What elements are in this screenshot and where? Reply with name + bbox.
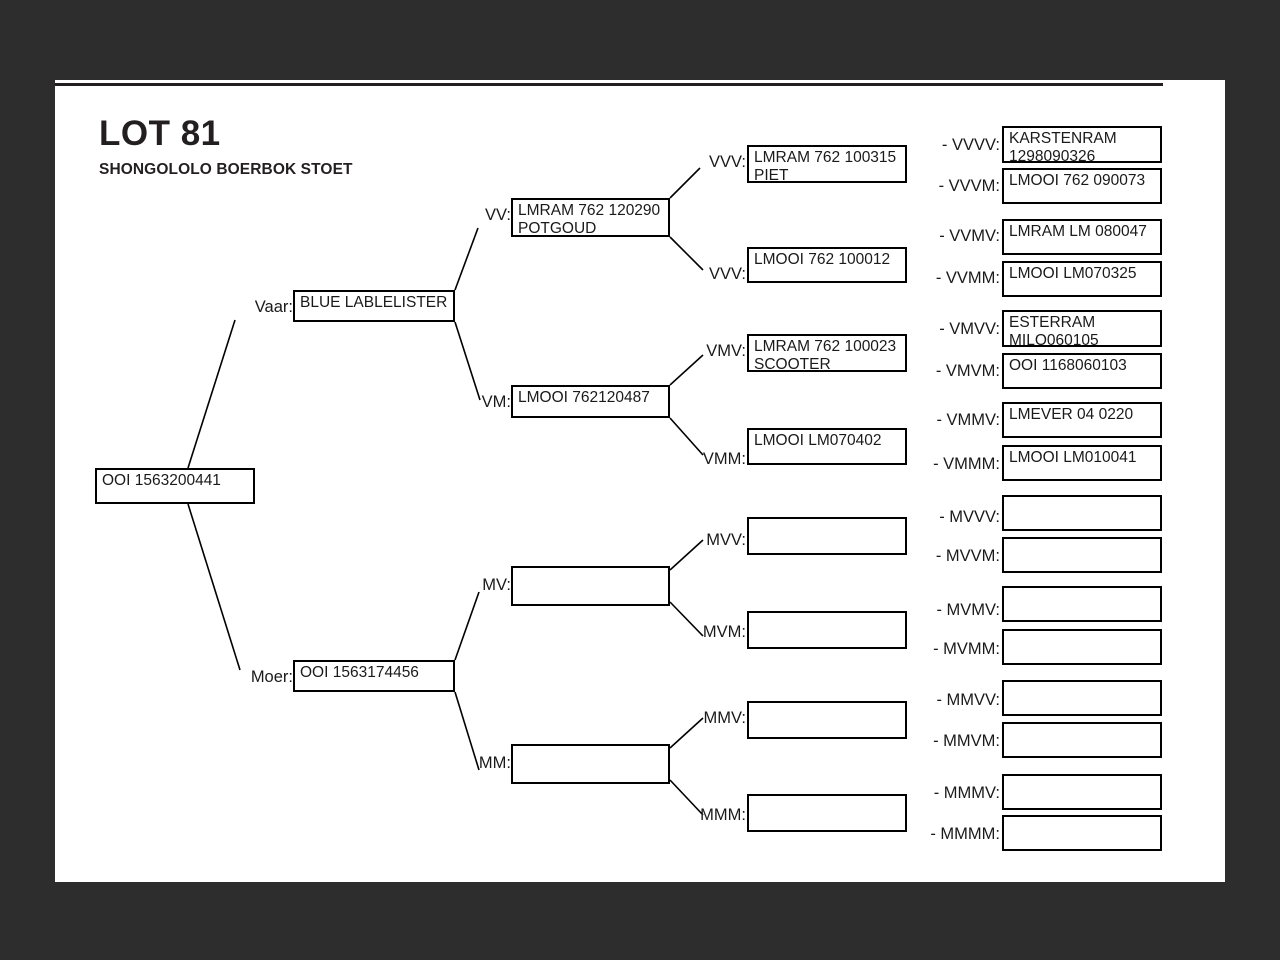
pedigree-node-vvmm[interactable]: LMOOI LM070325 xyxy=(1002,261,1162,297)
pedigree-node-vmvm[interactable]: OOI 1168060103 xyxy=(1002,353,1162,389)
pedigree-node-mmv[interactable] xyxy=(747,701,907,739)
pedigree-label-mv: MV: xyxy=(482,576,511,594)
pedigree-node-vvv-2[interactable]: LMOOI 762 100012 xyxy=(747,247,907,283)
pedigree-node-mm[interactable] xyxy=(511,744,670,784)
pedigree-node-mvvv[interactable] xyxy=(1002,495,1162,531)
pedigree-label-mvmm: - MVMM: xyxy=(933,640,1000,658)
pedigree-node-vvvm[interactable]: LMOOI 762 090073 xyxy=(1002,168,1162,204)
pedigree-label-mmvm: - MMVM: xyxy=(933,732,1000,750)
pedigree-node-mvmv[interactable] xyxy=(1002,586,1162,622)
pedigree-label-mvvv: - MVVV: xyxy=(939,508,1000,526)
pedigree-node-vmv[interactable]: LMRAM 762 100023 SCOOTER xyxy=(747,334,907,372)
pedigree-node-mmm[interactable] xyxy=(747,794,907,832)
pedigree-label-vvmm: - VVMM: xyxy=(935,269,1000,287)
pedigree-label-mvv: MVV: xyxy=(706,531,746,549)
page-subtitle: SHONGOLOLO BOERBOK STOET xyxy=(99,161,353,178)
pedigree-node-vm[interactable]: LMOOI 762120487 xyxy=(511,385,670,418)
pedigree-label-mmv: MMV: xyxy=(703,709,746,727)
pedigree-node-vmvv[interactable]: ESTERRAM MILO060105 xyxy=(1002,310,1162,347)
pedigree-node-vvmv[interactable]: LMRAM LM 080047 xyxy=(1002,219,1162,255)
pedigree-node-vmmm[interactable]: LMOOI LM010041 xyxy=(1002,445,1162,481)
pedigree-node-mmmv[interactable] xyxy=(1002,774,1162,810)
pedigree-label-vvv-2: VVV: xyxy=(709,265,746,283)
pedigree-label-vmvm: - VMVM: xyxy=(935,362,1000,380)
pedigree-node-mvm[interactable] xyxy=(747,611,907,649)
pedigree-label-mvm: MVM: xyxy=(702,623,746,641)
pedigree-node-vvvv[interactable]: KARSTENRAM 1298090326 xyxy=(1002,126,1162,163)
page-title: LOT 81 xyxy=(99,114,221,153)
pedigree-label-mmmm: - MMMM: xyxy=(930,825,1000,843)
document-page: LOT 81 SHONGOLOLO BOERBOK STOET xyxy=(55,80,1225,882)
pedigree-label-vmmm: - VMMM: xyxy=(933,455,1000,473)
pedigree-label-vm: VM: xyxy=(481,393,511,411)
pedigree-node-mmmm[interactable] xyxy=(1002,815,1162,851)
pedigree-node-vaar[interactable]: BLUE LABLELISTER xyxy=(293,290,455,322)
pedigree-label-mmm: MMM: xyxy=(700,806,746,824)
pedigree-label-mm: MM: xyxy=(478,754,511,772)
pedigree-node-moer[interactable]: OOI 1563174456 xyxy=(293,660,455,692)
title-divider-rule xyxy=(55,83,1163,86)
pedigree-node-vmmv[interactable]: LMEVER 04 0220 xyxy=(1002,402,1162,438)
pedigree-label-vmm: VMM: xyxy=(702,450,746,468)
pedigree-node-root[interactable]: OOI 1563200441 xyxy=(95,468,255,504)
pedigree-node-vmm[interactable]: LMOOI LM070402 xyxy=(747,428,907,465)
pedigree-chart: OOI 1563200441 Vaar: BLUE LABLELISTER Mo… xyxy=(55,80,1225,882)
pedigree-label-vvvv: - VVVV: xyxy=(941,136,1000,154)
pedigree-label-vv: VV: xyxy=(485,206,511,224)
pedigree-node-mvmm[interactable] xyxy=(1002,629,1162,665)
pedigree-node-mmvm[interactable] xyxy=(1002,722,1162,758)
pedigree-node-mmvv[interactable] xyxy=(1002,680,1162,716)
pedigree-label-vmmv: - VMMV: xyxy=(936,411,1000,429)
pedigree-label-vvv-1: VVV: xyxy=(709,153,746,171)
pedigree-label-mvvm: - MVVM: xyxy=(935,547,1000,565)
pedigree-node-mvv[interactable] xyxy=(747,517,907,555)
pedigree-label-mmvv: - MMVV: xyxy=(936,691,1000,709)
pedigree-node-vv[interactable]: LMRAM 762 120290 POTGOUD xyxy=(511,198,670,237)
pedigree-node-mv[interactable] xyxy=(511,566,670,606)
pedigree-label-moer: Moer: xyxy=(250,668,293,686)
pedigree-label-vvmv: - VVMV: xyxy=(939,227,1000,245)
pedigree-node-mvvm[interactable] xyxy=(1002,537,1162,573)
pedigree-label-vaar: Vaar: xyxy=(254,298,293,316)
pedigree-label-vvvm: - VVVM: xyxy=(938,177,1000,195)
heading-block: LOT 81 SHONGOLOLO BOERBOK STOET xyxy=(99,116,353,179)
pedigree-label-vmv: VMV: xyxy=(706,342,746,360)
pedigree-node-vvv-1[interactable]: LMRAM 762 100315 PIET xyxy=(747,145,907,183)
pedigree-label-mvmv: - MVMV: xyxy=(936,601,1000,619)
pedigree-label-mmmv: - MMMV: xyxy=(933,784,1000,802)
pedigree-label-vmvv: - VMVV: xyxy=(939,320,1000,338)
